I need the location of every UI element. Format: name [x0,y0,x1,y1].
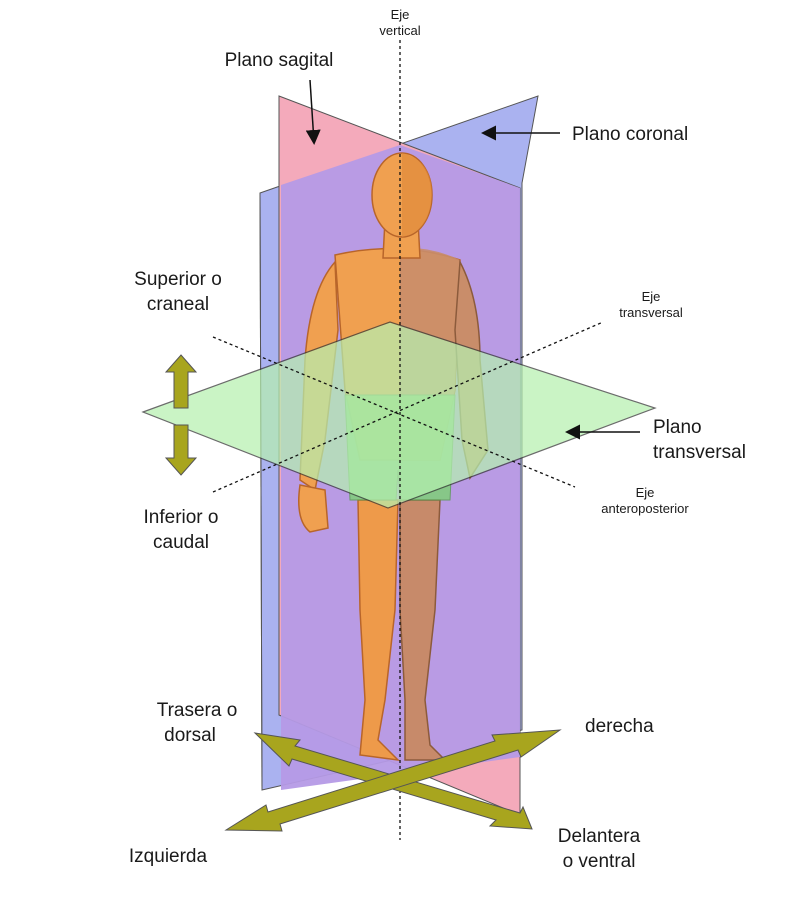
transverse-axis [212,321,604,493]
trasera-label-line2: dorsal [164,725,216,746]
coronal-edge [259,192,263,791]
plano-coronal-label: Plano coronal [572,124,688,145]
derecha-label: derecha [585,716,654,737]
superior-label-line1: Superior o [134,269,222,290]
eje-transversal-line1: Eje [642,289,661,304]
superior-label-line2: craneal [147,294,209,315]
eje-vertical-line2: vertical [379,23,420,38]
plano-transversal-line1: Plano [653,417,702,438]
plano-sagital-label: Plano sagital [225,50,334,71]
eje-anteroposterior-line1: Eje [636,485,655,500]
sagittal-leader [305,79,321,145]
trasera-label-line1: Trasera o [157,700,238,721]
superior-inferior-arrows [164,354,198,476]
izquierda-label: Izquierda [129,846,208,867]
eje-anteroposterior-line2: anteroposterior [601,501,689,516]
transverse-plane [141,321,657,509]
inferior-label-line2: caudal [153,532,209,553]
direction-arrows-cross [224,729,562,832]
anteroposterior-axis [212,336,576,488]
eje-vertical-line1: Eje [391,7,410,22]
inferior-label-line1: Inferior o [144,507,219,528]
eje-transversal-line2: transversal [619,305,683,320]
delantera-label-line1: Delantera [558,826,641,847]
delantera-label-line2: o ventral [563,851,636,872]
plano-transversal-line2: transversal [653,442,746,463]
